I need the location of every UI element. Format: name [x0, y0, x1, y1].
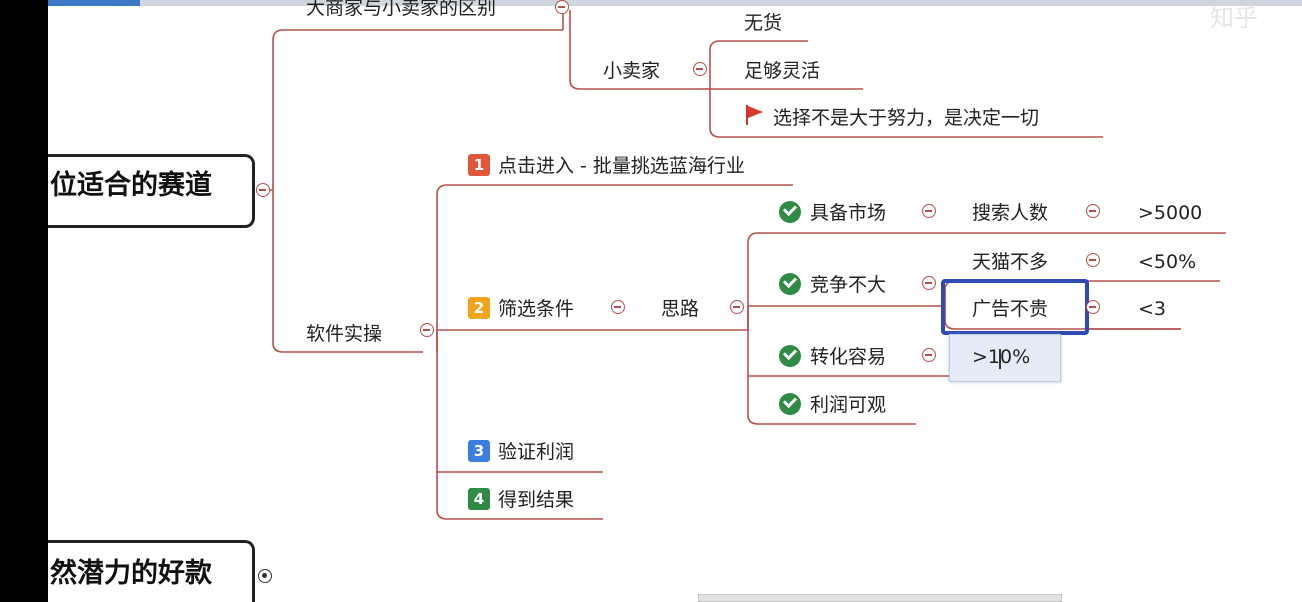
expand-toggle-root-bottom[interactable]	[258, 569, 272, 583]
step-1-badge: 1	[468, 154, 490, 176]
collapse-toggle-market[interactable]	[922, 204, 936, 218]
collapse-toggle-idea[interactable]	[730, 300, 744, 314]
condition-conversion[interactable]: 转化容易	[810, 346, 887, 368]
condition-competition[interactable]: 竞争不大	[810, 274, 887, 296]
watermark: 知乎	[1210, 4, 1258, 32]
condition-profit[interactable]: 利润可观	[810, 394, 887, 416]
check-icon	[779, 393, 801, 415]
seller-node[interactable]: 小卖家	[603, 60, 661, 82]
step-2-badge: 2	[468, 297, 490, 319]
mindmap-canvas[interactable]: 知乎	[48, 0, 1302, 602]
idea-node[interactable]: 思路	[661, 298, 700, 320]
flag-icon	[746, 105, 763, 125]
collapse-toggle-diff[interactable]	[555, 0, 569, 14]
step-2-label[interactable]: 筛选条件	[498, 298, 575, 320]
collapse-toggle-ad[interactable]	[1086, 300, 1100, 314]
check-icon	[779, 273, 801, 295]
horizontal-scrollbar[interactable]	[698, 594, 1062, 602]
value-ad-cost[interactable]: <3	[1138, 298, 1167, 320]
collapse-toggle-search[interactable]	[1086, 204, 1100, 218]
collapse-toggle-seller[interactable]	[693, 62, 707, 76]
sub-ad-cost[interactable]: 广告不贵	[972, 298, 1049, 320]
collapse-toggle-software[interactable]	[420, 323, 434, 337]
condition-market[interactable]: 具备市场	[810, 202, 887, 224]
collapse-toggle-tmall[interactable]	[1086, 253, 1100, 267]
text-cursor	[999, 349, 1001, 369]
value-search-count[interactable]: >5000	[1138, 202, 1203, 224]
seller-child-flexible[interactable]: 足够灵活	[744, 60, 821, 82]
sub-search-count[interactable]: 搜索人数	[972, 202, 1049, 224]
step-3-badge: 3	[468, 440, 490, 462]
seller-child-no-stock[interactable]: 无货	[744, 12, 783, 34]
seller-child-choice[interactable]: 选择不是大于努力，是决定一切	[773, 107, 1040, 129]
step-1-label[interactable]: 点击进入 - 批量挑选蓝海行业	[498, 155, 745, 177]
inline-edit-box[interactable]	[949, 334, 1061, 382]
check-icon	[779, 201, 801, 223]
collapse-toggle-root-top[interactable]	[256, 183, 270, 197]
root-top-label: 位适合的赛道	[50, 170, 212, 201]
collapse-toggle-competition[interactable]	[922, 276, 936, 290]
root-node-bottom[interactable]: 然潜力的好款	[48, 540, 255, 602]
collapse-toggle-conversion[interactable]	[922, 348, 936, 362]
branch-diff-label[interactable]: 大商家与小卖家的区别	[306, 0, 497, 19]
step-4-badge: 4	[468, 488, 490, 510]
step-3-label[interactable]: 验证利润	[498, 441, 575, 463]
software-node[interactable]: 软件实操	[306, 323, 383, 345]
check-icon	[779, 345, 801, 367]
root-node-top[interactable]: 位适合的赛道	[48, 154, 255, 228]
value-conversion-input[interactable]: >10%	[972, 346, 1031, 368]
sub-tmall-share[interactable]: 天猫不多	[972, 251, 1049, 273]
root-bottom-label: 然潜力的好款	[50, 558, 212, 589]
step-4-label[interactable]: 得到结果	[498, 489, 575, 511]
window-tab[interactable]	[48, 0, 140, 6]
window-title-bar	[48, 0, 1302, 6]
collapse-toggle-step-2[interactable]	[611, 300, 625, 314]
connector-lines	[266, 0, 1226, 520]
value-tmall-share[interactable]: <50%	[1138, 251, 1197, 273]
